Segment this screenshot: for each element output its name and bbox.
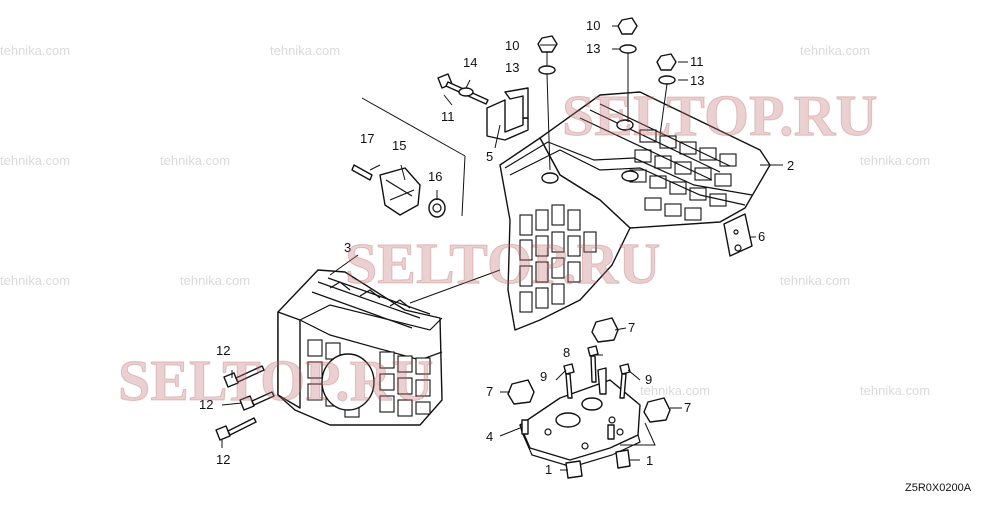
ghost-text: tehnika.com [180, 273, 250, 288]
leader-lines [221, 25, 783, 471]
callout-4: 4 [486, 429, 493, 444]
ghost-text: tehnika.com [0, 273, 70, 288]
callout-13: 13 [586, 41, 600, 56]
callout-10: 10 [586, 18, 600, 33]
watermark-text: SELTOP.RU [118, 348, 433, 413]
part-5-bracket [486, 87, 529, 141]
callout-17: 17 [360, 131, 374, 146]
callout-7: 7 [628, 320, 635, 335]
callout-5: 5 [486, 149, 493, 164]
callout-9: 9 [540, 369, 547, 384]
callout-16: 16 [428, 169, 442, 184]
part-3-rear-frame [277, 269, 443, 426]
ghost-text: tehnika.com [800, 43, 870, 58]
callout-9: 9 [645, 372, 652, 387]
callout-3: 3 [344, 240, 351, 255]
part-2-upper-frame [499, 91, 771, 331]
callout-7: 7 [684, 400, 691, 415]
callout-12: 12 [199, 397, 213, 412]
watermark-text: SELTOP.RU [345, 231, 660, 296]
callout-13: 13 [505, 60, 519, 75]
detail-group-15-16-17 [351, 97, 466, 218]
callout-10: 11 [690, 54, 704, 69]
ghost-text: tehnika.com [0, 43, 70, 58]
drawing-code: Z5R0X0200A [905, 482, 972, 494]
callout-10: 10 [505, 38, 519, 53]
callout-11: 11 [441, 109, 455, 124]
callout-labels: 10 13 10 13 11 13 14 11 5 2 6 3 17 15 16… [199, 18, 794, 477]
watermark-layer: SELTOP.RU SELTOP.RU SELTOP.RU [118, 83, 878, 414]
ghost-text: tehnika.com [860, 153, 930, 168]
callout-1: 1 [545, 462, 552, 477]
ghost-text-layer: tehnika.com tehnika.com tehnika.com tehn… [0, 43, 930, 398]
callout-14: 14 [463, 55, 477, 70]
callout-15: 15 [392, 138, 406, 153]
part-6-plate [723, 213, 753, 257]
ghost-text: tehnika.com [640, 383, 710, 398]
fasteners [215, 17, 677, 479]
callout-2: 2 [787, 158, 794, 173]
callout-13: 13 [690, 73, 704, 88]
callout-6: 6 [758, 229, 765, 244]
ghost-text: tehnika.com [780, 273, 850, 288]
watermark-text: SELTOP.RU [562, 83, 877, 148]
ghost-text: tehnika.com [860, 383, 930, 398]
callout-12: 12 [216, 452, 230, 467]
callout-7: 7 [486, 384, 493, 399]
ghost-text: tehnika.com [270, 43, 340, 58]
callout-12: 12 [216, 343, 230, 358]
part-4-mount-plate [519, 379, 641, 468]
callout-8: 8 [563, 345, 570, 360]
ghost-text: tehnika.com [160, 153, 230, 168]
callout-1: 1 [646, 453, 653, 468]
ghost-text: tehnika.com [0, 153, 70, 168]
